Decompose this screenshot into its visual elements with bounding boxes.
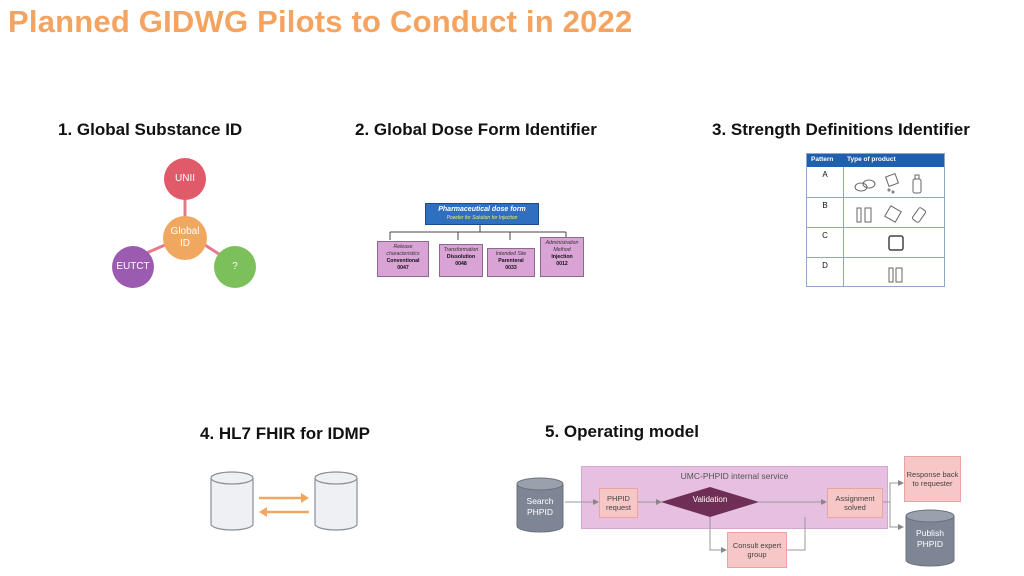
table-row: B [807,197,944,228]
child-category: Release characteristics [386,244,420,257]
row-a-icons [854,172,922,194]
exchange-arrows-icon [259,493,309,517]
dropper-icon [911,207,927,223]
global-id-node-label: Global ID [170,226,200,249]
sachet-icon [884,172,900,194]
table-row: C [807,227,944,258]
dose-form-child-administration: Administration Method Injection 0012 [540,237,584,277]
child-category: Intended Site [495,251,527,257]
dose-form-child-release: Release characteristics Conventional 004… [377,241,429,277]
ampoule-icon [888,267,903,283]
dose-form-child-intended-site: Intended Site Parenteral 0033 [487,248,535,277]
child-code: 0012 [556,261,568,267]
section-title-hl7-fhir: 4. HL7 FHIR for IDMP [200,424,371,443]
unii-node-label: UNII [175,173,195,184]
table-row: D [807,257,944,287]
dose-form-child-transformation: Transformation Dissolution 0048 [439,244,483,277]
child-code: 0033 [505,265,517,271]
row-d-icons [888,267,903,283]
operating-model-flow [565,480,904,553]
internal-service-label: UMC-PHPID internal service [680,471,789,481]
assignment-solved-box: Assignment solved [827,488,883,518]
database-icon [210,471,254,531]
response-back-box: Response back to requester [904,456,961,502]
global-id-node: Global ID [163,216,207,260]
search-phpid-database-icon [516,477,564,533]
table-header-pattern: Pattern [811,156,834,163]
section-title-operating-model: 5. Operating model [545,422,699,441]
vials-icon [856,207,872,223]
section-title-global-substance-id: 1. Global Substance ID [58,120,243,139]
row-pattern: B [822,201,828,210]
child-code: 0047 [397,265,409,271]
child-value: Conventional [386,258,420,264]
fhir-exchange-diagram [210,471,358,531]
eutct-node: EUTCT [112,246,154,288]
patch-icon [884,205,902,223]
child-value: Dissolution [446,254,476,260]
slide-title: Planned GIDWG Pilots to Conduct in 2022 [8,4,633,39]
validation-diamond [661,487,759,517]
child-code: 0048 [455,261,467,267]
child-category: Administration Method [545,240,579,253]
row-pattern: C [822,231,828,240]
publish-phpid-database-icon [905,509,955,567]
dose-form-connectors [389,224,567,240]
table-column-divider [843,167,844,286]
child-value: Injection [551,254,573,260]
database-icon [314,471,358,531]
strength-pattern-table: Pattern Type of product A B [806,153,945,287]
bottle-icon [912,174,922,194]
table-header: Pattern Type of product [807,154,944,167]
child-category: Transformation [443,247,479,253]
validation-label: Validation [692,495,728,504]
child-value: Parenteral [498,258,524,264]
search-phpid-label: Search PHPID [526,496,554,517]
consult-expert-group-box: Consult expert group [727,532,787,568]
table-row: A [807,167,944,197]
row-b-icons [856,205,927,223]
eutct-node-label: EUTCT [116,261,150,272]
plaster-icon [888,235,904,251]
unii-node: UNII [164,158,206,200]
unknown-node-label: ? [232,261,238,272]
row-pattern: D [822,261,828,270]
section-title-dose-form: 2. Global Dose Form Identifier [355,120,597,139]
dose-form-box-title: Pharmaceutical dose form [438,206,526,213]
unknown-node: ? [214,246,256,288]
dose-form-box-subtitle: Powder for Solution for Injection [446,215,518,221]
pills-icon [854,179,876,192]
pharmaceutical-dose-form-box: Pharmaceutical dose form Powder for Solu… [425,203,539,225]
row-c-icons [888,235,904,251]
table-header-type: Type of product [847,156,896,163]
publish-phpid-label: Publish PHPID [916,528,944,549]
section-title-strength-definitions: 3. Strength Definitions Identifier [712,120,970,139]
row-pattern: A [822,170,828,179]
phpid-request-box: PHPID request [599,488,638,518]
